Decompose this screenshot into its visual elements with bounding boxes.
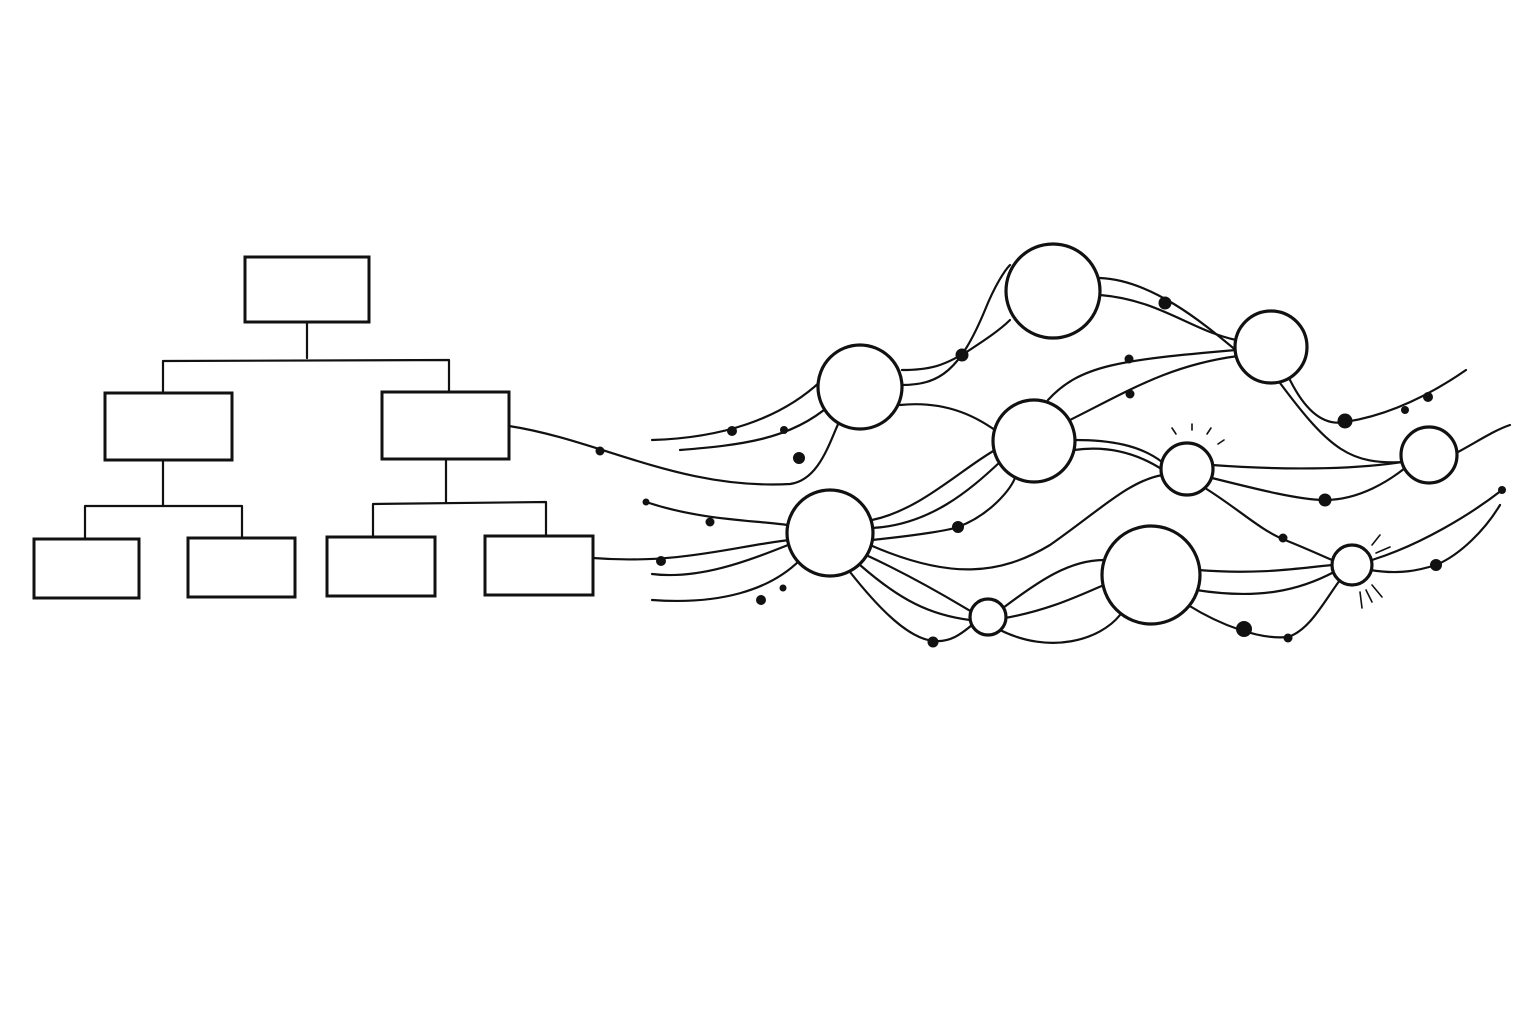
network-nodes [785, 242, 1459, 637]
link [591, 538, 792, 561]
network-node [1100, 524, 1202, 626]
network-node [1399, 425, 1459, 485]
link [507, 418, 842, 486]
link-dot [756, 595, 766, 605]
link-dot [1236, 621, 1252, 637]
link-dot [1498, 486, 1506, 494]
link-dot [595, 446, 605, 456]
link [650, 378, 824, 442]
network-node [816, 343, 904, 431]
tree-connector [83, 320, 548, 541]
link-dot [779, 584, 787, 592]
link [1278, 381, 1407, 464]
link [868, 473, 1165, 571]
network-node [1004, 242, 1102, 340]
link [678, 403, 832, 452]
link-dot [1125, 389, 1135, 399]
link [864, 553, 974, 614]
link [870, 448, 997, 522]
link [848, 570, 974, 643]
link [1194, 570, 1336, 595]
tree-root-box [243, 255, 371, 324]
link [1456, 423, 1512, 454]
network-dots [595, 296, 1506, 648]
tree-box-mid-right [380, 390, 511, 461]
link-dot [1158, 296, 1172, 310]
link-dot [1337, 413, 1353, 429]
link [1046, 348, 1238, 402]
link [1210, 460, 1404, 470]
link-dot [1423, 392, 1433, 402]
tree-leaf-box [32, 537, 141, 600]
tree-box-mid-left [103, 391, 234, 462]
link [1003, 583, 1106, 620]
link [858, 563, 972, 622]
link-dot [1283, 633, 1293, 643]
link-dot [1318, 493, 1332, 507]
link-dot [955, 348, 969, 362]
tree-leaf-box [483, 534, 595, 597]
spark-rays [1171, 423, 1391, 609]
link-dot [1278, 533, 1288, 543]
link [650, 543, 790, 577]
link [1072, 447, 1165, 472]
link-dot [927, 636, 939, 648]
network-node [785, 488, 875, 578]
link [1073, 438, 1164, 464]
link [898, 403, 997, 432]
link [1068, 354, 1240, 422]
link [1098, 276, 1240, 354]
hierarchy-tree [32, 255, 595, 600]
link-dot [705, 517, 715, 527]
link [1370, 488, 1504, 562]
tree-leaf-box [186, 536, 297, 599]
link [650, 558, 802, 603]
link-dot [656, 556, 666, 566]
network-node [991, 398, 1077, 484]
link [870, 460, 1002, 530]
network-node [1233, 309, 1309, 385]
link-dot [1430, 559, 1442, 571]
link-dot [793, 452, 805, 464]
link [1196, 563, 1334, 573]
spark-ray [1359, 534, 1391, 609]
link-dot [952, 521, 964, 533]
network-node-glowing [1330, 543, 1374, 587]
tree-leaf-box [325, 535, 437, 598]
link-dot [642, 498, 650, 506]
link [870, 476, 1017, 542]
network-node [968, 597, 1008, 637]
link-dot [1401, 406, 1409, 414]
link [1001, 558, 1106, 610]
link [1210, 466, 1407, 502]
network-node-glowing [1159, 441, 1215, 497]
link [1288, 368, 1468, 424]
link [1098, 293, 1238, 342]
link [998, 613, 1122, 644]
link [900, 263, 1012, 387]
link-dot [727, 426, 737, 436]
link [1186, 578, 1342, 639]
link-dot [780, 426, 788, 434]
spark-ray [1171, 423, 1225, 445]
link-dot [1124, 354, 1134, 364]
link [644, 500, 790, 527]
